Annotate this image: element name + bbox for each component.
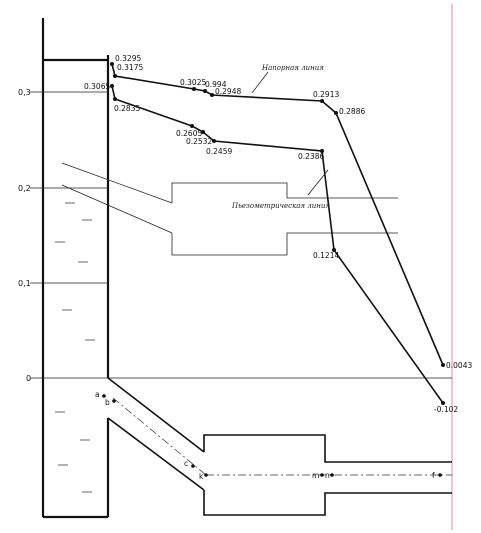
section-label-a: a bbox=[95, 390, 100, 399]
section-label-c: c bbox=[184, 459, 188, 468]
head-value-7: 0.0043 bbox=[446, 361, 472, 370]
reservoir bbox=[41, 18, 110, 519]
pipe-axis-inclined bbox=[112, 397, 207, 476]
enlargement-top bbox=[203, 434, 452, 463]
head-caption-leader bbox=[251, 71, 269, 94]
piezo-value-4: 0.2459 bbox=[206, 147, 232, 156]
piezo-value-2: 0.2605 bbox=[176, 129, 202, 138]
tick-label-0: 0 bbox=[26, 374, 31, 383]
piezo-line-path bbox=[111, 85, 444, 404]
piezo-value-0: 0.3065 bbox=[84, 82, 110, 91]
section-label-n: n bbox=[325, 471, 330, 480]
section-label-f: f bbox=[432, 471, 435, 480]
water-marks bbox=[55, 202, 95, 493]
pipe-bottom-inclined bbox=[107, 417, 205, 491]
head-value-5: 0.2913 bbox=[313, 90, 339, 99]
enlargement-bottom bbox=[203, 490, 452, 516]
piezo-line: 0.3065 0.2835 0.2605 0.2532 0.2459 0.238… bbox=[84, 82, 458, 414]
head-line: 0.3295 0.3175 0.3025 0.994 0.2948 0.2913… bbox=[110, 54, 472, 370]
piezo-value-3: 0.2532 bbox=[186, 137, 212, 146]
pipe-top-inclined bbox=[107, 377, 205, 453]
head-value-4: 0.2948 bbox=[215, 87, 241, 96]
head-value-3: 0.994 bbox=[205, 80, 227, 89]
piezo-caption-leader bbox=[307, 169, 329, 196]
head-line-caption: Напорная линия bbox=[261, 64, 324, 72]
tick-label-03: 0,3 bbox=[18, 88, 31, 97]
piezo-value-6: 0.1214 bbox=[313, 251, 339, 260]
head-value-2: 0.3025 bbox=[180, 78, 206, 87]
piezo-value-1: 0.2835 bbox=[114, 104, 140, 113]
section-label-b: b bbox=[105, 398, 110, 407]
tick-label-01: 0,1 bbox=[18, 279, 31, 288]
section-label-m: m bbox=[312, 471, 319, 480]
head-value-0: 0.3295 bbox=[115, 54, 141, 63]
piezo-value-7: -0.102 bbox=[434, 405, 458, 414]
piezo-value-5: 0.2386 bbox=[298, 152, 324, 161]
piezo-line-caption: Пьезометрическая линия bbox=[231, 202, 330, 210]
section-label-k: k bbox=[199, 472, 204, 481]
head-value-1: 0.3175 bbox=[117, 63, 143, 72]
head-value-6: 0.2886 bbox=[339, 107, 365, 116]
upper-pipe-sketch bbox=[61, 162, 398, 256]
tick-label-02: 0,2 bbox=[18, 184, 31, 193]
section-points: a b c k m n f bbox=[95, 390, 442, 481]
head-line-path bbox=[111, 63, 444, 366]
captions: Напорная линия Пьезометрическая линия bbox=[231, 64, 330, 210]
y-axis: 0,3 0,2 0,1 0 bbox=[18, 88, 452, 383]
pipe-system bbox=[107, 377, 452, 516]
